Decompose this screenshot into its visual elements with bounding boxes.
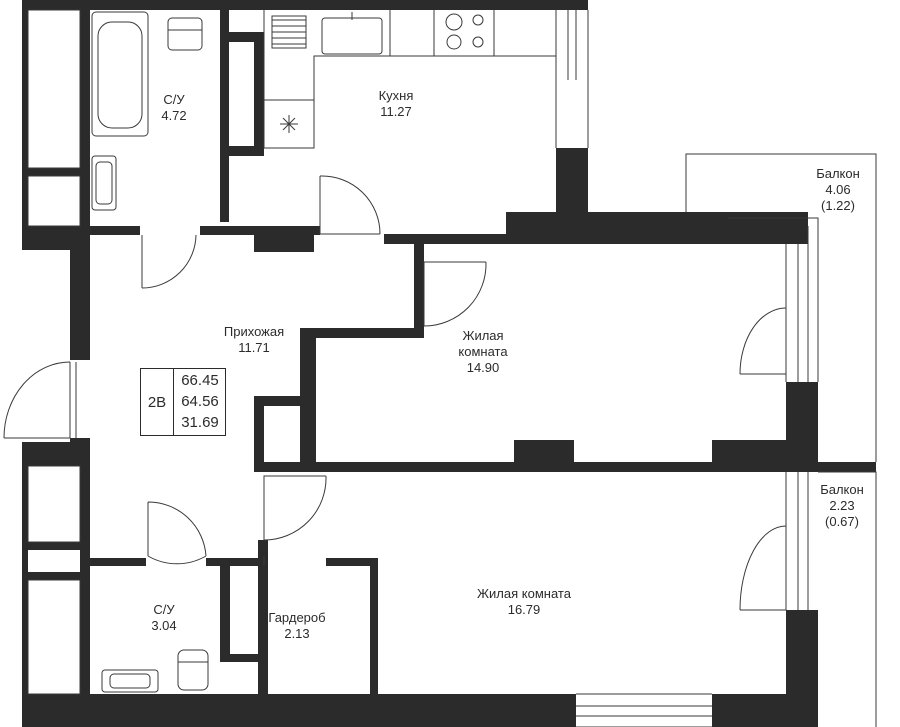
room-label-living1: Жилая комната 14.90	[448, 328, 518, 376]
vent-icon	[280, 115, 298, 133]
wall-ward-right-a	[326, 558, 378, 566]
bath2-area: 3.04	[151, 618, 177, 633]
wall-left-hall	[70, 226, 90, 360]
hall-name: Прихожая	[223, 324, 285, 339]
wall-bottom	[22, 694, 576, 727]
wall-ward-inner-a	[220, 566, 230, 662]
room-label-kitchen: Кухня 11.27	[366, 88, 426, 120]
balcony1-inner	[728, 217, 819, 382]
rooms-area: 31.69	[181, 414, 219, 431]
room-label-bath1: С/У 4.72	[152, 92, 196, 124]
wall-bl-shaft-a	[28, 542, 80, 550]
balcony1-outline	[685, 153, 877, 462]
kitchen-area: 11.27	[380, 104, 412, 119]
wall-bath2-top-a	[90, 558, 146, 566]
walls	[22, 0, 876, 727]
wall-bl-inner	[80, 442, 90, 727]
wall-living1-left-a	[414, 244, 424, 328]
wall-bl-shaft-b	[28, 572, 80, 580]
wall-bath1-kitchen	[220, 10, 229, 222]
wardrobe-name: Гардероб	[268, 610, 326, 625]
hall-area: 11.71	[238, 340, 270, 355]
balcony2-outline	[818, 471, 877, 727]
total-area: 66.45	[181, 372, 219, 389]
balcony2-reduced: (0.67)	[825, 514, 859, 529]
wall-living1-block-a	[514, 440, 574, 462]
balcony2-area: 2.23	[829, 498, 855, 513]
balcony1-area: 4.06	[825, 182, 851, 197]
door-swings	[3, 175, 787, 611]
wall-hall-block	[254, 226, 314, 252]
wall-kitchen-bottom	[384, 234, 524, 244]
room-label-balcony1: Балкон 4.06 (1.22)	[808, 166, 868, 214]
wall-left-outer	[22, 0, 28, 250]
wall-living1-left-b	[306, 328, 424, 338]
wall-hall-top-a	[90, 226, 140, 235]
balcony1-name: Балкон	[816, 166, 860, 181]
room-label-hall: Прихожая 11.71	[214, 324, 294, 356]
bathtub	[91, 11, 149, 137]
wall-top	[22, 0, 588, 10]
wall-pillar-side	[254, 32, 264, 156]
living-area: 64.56	[181, 393, 219, 410]
wall-bottom-right	[712, 694, 818, 727]
bath1-name: С/У	[163, 92, 185, 107]
thin-lines	[3, 9, 877, 727]
room-label-balcony2: Балкон 2.23 (0.67)	[812, 482, 872, 530]
bath1-area: 4.72	[161, 108, 187, 123]
room-label-bath2: С/У 3.04	[142, 602, 186, 634]
bath2-name: С/У	[153, 602, 175, 617]
room-label-wardrobe: Гардероб 2.13	[264, 610, 330, 642]
wall-entry-top	[70, 438, 90, 448]
kitchen-name: Кухня	[378, 88, 414, 103]
wall-bath2-right	[258, 540, 268, 727]
wall-right-top	[786, 382, 818, 472]
wall-kitchen-step	[506, 212, 808, 244]
wall-niche-a	[254, 396, 314, 406]
wall-niche-b	[254, 396, 264, 470]
apartment-code: 2В	[141, 369, 174, 435]
living1-name: Жилая	[462, 328, 504, 343]
wall-pillar-bottom	[220, 146, 264, 156]
apartment-summary-box: 2В 66.45 64.56 31.69	[140, 368, 226, 436]
wall-bl-outer	[22, 442, 28, 727]
wall-pillar-top	[220, 32, 262, 42]
living2-name: Жилая комната	[477, 586, 571, 601]
wall-left-inner	[80, 0, 90, 250]
apartment-areas: 66.45 64.56 31.69	[174, 370, 226, 433]
wall-ward-right-b	[370, 558, 378, 694]
balcony2-name: Балкон	[820, 482, 864, 497]
living1-area: 14.90	[466, 360, 500, 375]
balcony1-reduced: (1.22)	[821, 198, 855, 213]
living1-name2: комната	[458, 344, 508, 359]
wall-living-divider	[254, 462, 876, 472]
wall-living1-block-b	[712, 440, 786, 462]
wall-left-shaft	[28, 168, 80, 176]
wall-ward-inner-b	[220, 654, 258, 662]
wardrobe-area: 2.13	[284, 626, 310, 641]
wall-bath2-top-b	[206, 558, 268, 566]
living2-area: 16.79	[507, 602, 541, 617]
dishwasher-lines	[271, 15, 307, 49]
room-label-living2: Жилая комната 16.79	[464, 586, 584, 618]
